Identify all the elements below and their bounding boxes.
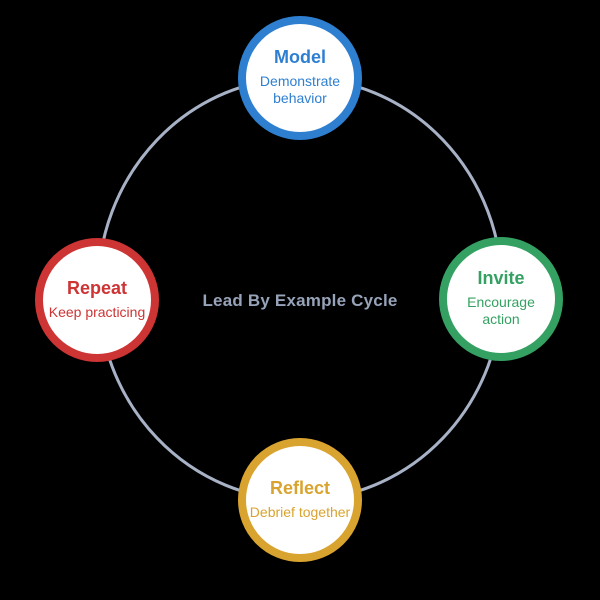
cycle-node-repeat: Repeat Keep practicing bbox=[35, 238, 159, 362]
cycle-node-invite: Invite Encourage action bbox=[439, 237, 563, 361]
node-title: Repeat bbox=[66, 277, 128, 298]
cycle-node-reflect: Reflect Debrief together bbox=[238, 438, 362, 562]
node-title: Invite bbox=[477, 268, 525, 289]
node-title: Reflect bbox=[269, 477, 331, 498]
diagram-center-title: Lead By Example Cycle bbox=[202, 291, 398, 310]
node-subtitle: Encourage action bbox=[467, 293, 535, 328]
node-subtitle: Debrief together bbox=[249, 503, 351, 520]
cycle-node-model: Model Demonstrate behavior bbox=[238, 16, 362, 140]
node-subtitle: Demonstrate behavior bbox=[259, 72, 341, 107]
node-subtitle: Keep practicing bbox=[48, 303, 146, 320]
node-title: Model bbox=[274, 47, 326, 68]
